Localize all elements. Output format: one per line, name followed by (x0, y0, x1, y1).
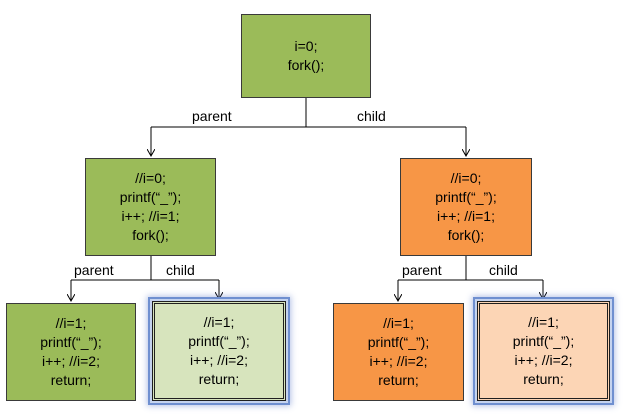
parent-process-box: //i=0; printf(“_”); i++; //i=1; fork(); (85, 158, 216, 256)
pc-line-2: printf(“_”); (188, 333, 250, 349)
right-child-label: child (489, 262, 518, 278)
left-child-label: child (166, 262, 195, 278)
parent-line-1: //i=0; (135, 170, 166, 186)
pp-line-4: return; (50, 372, 92, 388)
pp-line-3: i++; //i=2; (42, 353, 100, 369)
grandparent-pp-box: //i=1; printf(“_”); i++; //i=2; return; (6, 303, 136, 401)
cc-line-3: i++; //i=2; (514, 352, 573, 368)
pp-line-1: //i=1; (55, 315, 87, 331)
grandchild-cp-box: //i=1; printf(“_”); i++; //i=2; return; (333, 303, 464, 401)
pc-line-4: return; (198, 371, 240, 387)
cp-line-1: //i=1; (383, 315, 414, 331)
cc-line-2: printf(“_”); (512, 333, 575, 349)
highlighted-cc-box: //i=1; printf(“_”); i++; //i=2; return; (477, 301, 610, 401)
root-line-2: fork(); (287, 57, 325, 73)
parent-line-3: i++; //i=1; (121, 208, 180, 224)
child-line-3: i++; //i=1; (437, 208, 495, 224)
child-line-4: fork(); (447, 227, 485, 243)
cp-line-4: return; (378, 372, 419, 388)
pp-line-2: printf(“_”); (40, 334, 102, 350)
highlighted-pc-box: //i=1; printf(“_”); i++; //i=2; return; (152, 301, 286, 401)
cc-line-1: //i=1; (528, 314, 559, 330)
root-child-label: child (357, 108, 386, 124)
parent-line-2: printf(“_”); (119, 189, 182, 205)
root-line-1: i=0; (294, 38, 318, 54)
cp-line-2: printf(“_”); (367, 334, 430, 350)
cp-line-3: i++; //i=2; (369, 353, 428, 369)
child-process-box: //i=0; printf(“_”); i++; //i=1; fork(); (400, 158, 532, 256)
pc-line-1: //i=1; (203, 314, 235, 330)
left-parent-label: parent (74, 262, 114, 278)
right-parent-label: parent (402, 262, 442, 278)
root-process-box: i=0; fork(); (241, 14, 371, 98)
child-line-2: printf(“_”); (435, 189, 497, 205)
parent-line-4: fork(); (132, 227, 169, 243)
cc-line-4: return; (523, 371, 564, 387)
root-parent-label: parent (192, 108, 232, 124)
pc-line-3: i++; //i=2; (190, 352, 248, 368)
child-line-1: //i=0; (450, 170, 482, 186)
